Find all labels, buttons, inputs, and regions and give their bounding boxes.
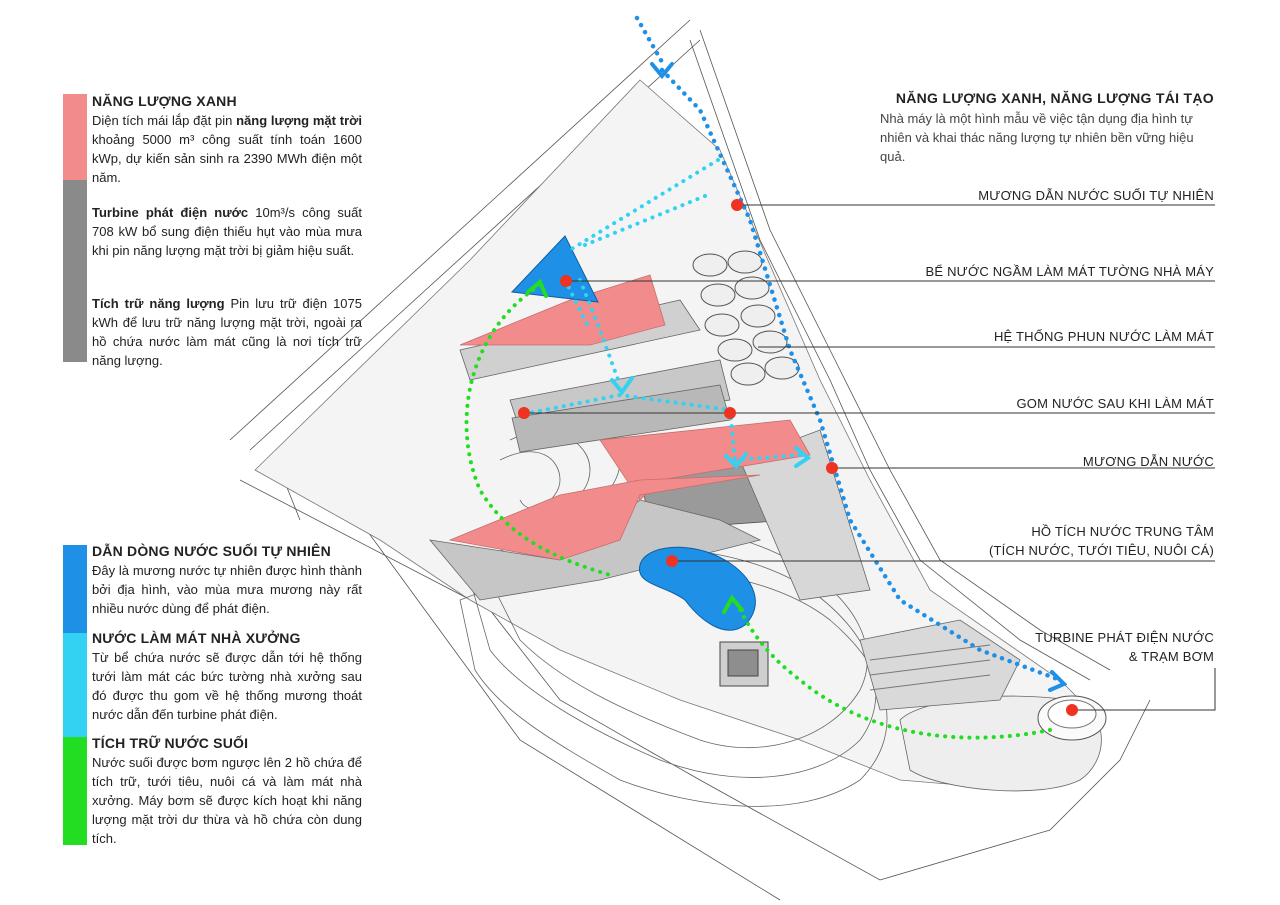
legend-stream: DẪN DÒNG NƯỚC SUỐI TỰ NHIÊN Đây là mương… <box>92 542 362 618</box>
legend-text-part: khoảng 5000 m³ công suất tính toán 1600 … <box>92 132 362 185</box>
legend-green-energy-text: Diện tích mái lắp đặt pin năng lượng mặt… <box>92 111 362 187</box>
callout-cooling-collection: GOM NƯỚC SAU KHI LÀM MÁT <box>1016 396 1214 411</box>
callout-natural-stream: MƯƠNG DẪN NƯỚC SUỐI TỰ NHIÊN <box>978 188 1214 203</box>
pump-flow <box>464 283 1052 740</box>
legend-cooling-title: NƯỚC LÀM MÁT NHÀ XƯỞNG <box>92 630 301 646</box>
stream-arrowheads <box>650 62 1068 692</box>
pavilion <box>719 641 769 687</box>
stream-flow <box>634 15 1063 683</box>
legend-stream-title: DẪN DÒNG NƯỚC SUỐI TỰ NHIÊN <box>92 543 331 559</box>
legend-cooling: NƯỚC LÀM MÁT NHÀ XƯỞNG Từ bể chứa nước s… <box>92 629 362 724</box>
turbine-building <box>859 619 1107 792</box>
cooling-arrowheads <box>610 376 812 469</box>
legend-turbine-text: Turbine phát điện nước 10m³/s công suất … <box>92 203 362 260</box>
legend-pump-title: TÍCH TRỮ NƯỚC SUỐI <box>92 735 249 751</box>
pump-arrowheads <box>526 278 744 614</box>
legend-turbine-body: 10m³/s công suất 708 kW bổ sung điện thi… <box>92 205 363 258</box>
legend-text-part: Diện tích mái lắp đặt pin <box>92 113 237 128</box>
legend-storage-bold: Tích trữ năng lượng <box>92 296 225 311</box>
callout-channel: MƯƠNG DẪN NƯỚC <box>1082 454 1214 469</box>
legend-stream-text: Đây là mương nước tự nhiên được hình thà… <box>92 563 362 616</box>
callout-central-pond-detail: (TÍCH NƯỚC, TƯỚI TIÊU, NUÔI CÁ) <box>989 543 1214 558</box>
legend-bar-cooling <box>63 633 87 737</box>
callout-markers <box>518 199 1078 716</box>
intro-title: NĂNG LƯỢNG XANH, NĂNG LƯỢNG TÁI TẠO <box>895 90 1214 106</box>
legend-green-energy-title: NĂNG LƯỢNG XANH <box>92 93 237 109</box>
legend-cooling-text: Từ bể chứa nước sẽ được dẫn tới hệ thống… <box>92 650 362 722</box>
cooling-flow <box>522 158 802 462</box>
legend-bar-solar <box>63 94 87 180</box>
callout-cooling-spray: HỆ THỐNG PHUN NƯỚC LÀM MÁT <box>993 329 1214 344</box>
intro-text: Nhà máy là một hình mẫu về việc tận dụng… <box>880 111 1194 164</box>
legend-turbine-bold: Turbine phát điện nước <box>92 205 249 220</box>
terrain-outline <box>229 19 1151 901</box>
legend-green-energy: NĂNG LƯỢNG XANH Diện tích mái lắp đặt pi… <box>92 92 362 187</box>
legend-text-bold: năng lượng mặt trời <box>236 113 362 128</box>
legend-storage-body: Pin lưu trữ điện 1075 kWh để lưu trữ năn… <box>92 296 362 368</box>
callout-underground-tank: BỂ NƯỚC NGẦM LÀM MÁT TƯỜNG NHÀ MÁY <box>925 264 1214 279</box>
legend-pump-text: Nước suối được bơm ngược lên 2 hồ chứa đ… <box>92 755 362 846</box>
callout-turbine: TURBINE PHÁT ĐIỆN NƯỚC <box>1035 630 1214 645</box>
water-tanks <box>692 250 800 386</box>
callout-pump-station: & TRẠM BƠM <box>1128 649 1214 664</box>
legend-bar-energy <box>63 180 87 362</box>
legend-storage-text: Tích trữ năng lượng Pin lưu trữ điện 107… <box>92 294 362 370</box>
legend-turbine: Turbine phát điện nước 10m³/s công suất … <box>92 203 362 260</box>
callout-leaders <box>524 204 1216 711</box>
legend-bar-stream <box>63 545 87 633</box>
legend-storage: Tích trữ năng lượng Pin lưu trữ điện 107… <box>92 294 362 370</box>
legend-pump: TÍCH TRỮ NƯỚC SUỐI Nước suối được bơm ng… <box>92 734 362 848</box>
callout-central-pond: HỒ TÍCH NƯỚC TRUNG TÂM <box>1031 524 1214 539</box>
legend-bar-pump <box>63 737 87 845</box>
